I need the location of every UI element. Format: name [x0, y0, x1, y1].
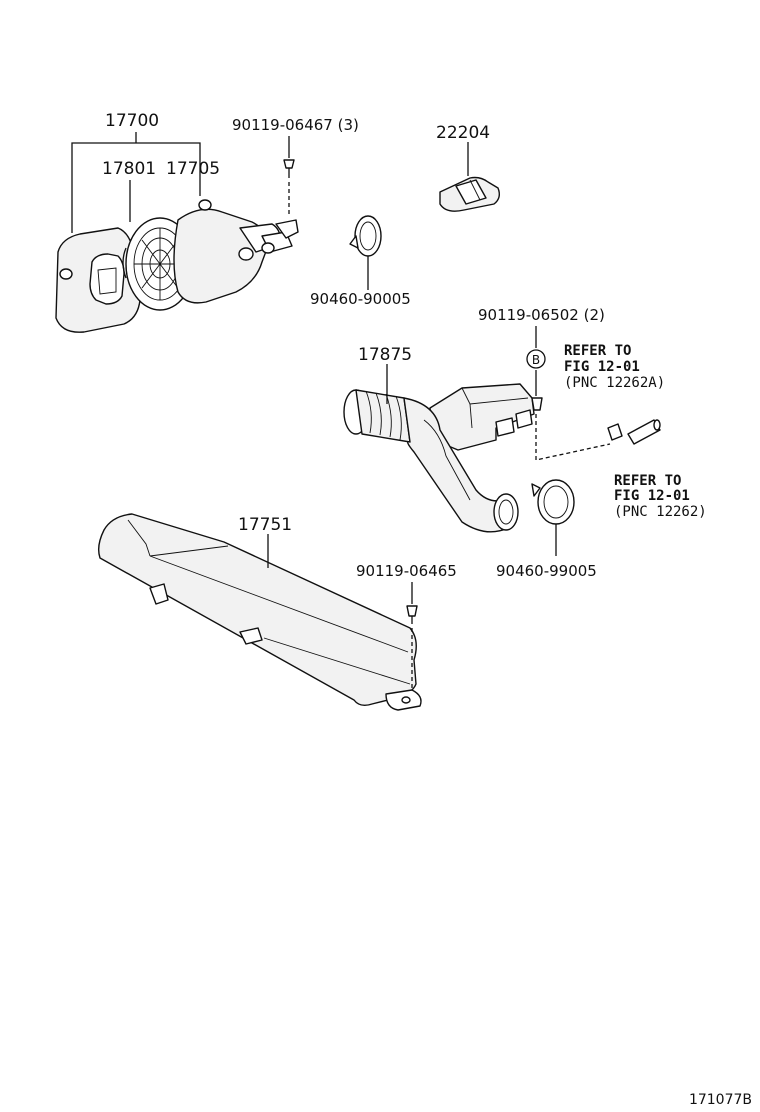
air-cleaner-cap [173, 208, 269, 304]
bolt-duct [406, 582, 418, 690]
refer-note-2: REFER TO FIG 12-01 (PNC 12262) [614, 473, 707, 520]
air-inlet-duct [97, 513, 422, 711]
label-17705: 17705 [166, 159, 220, 179]
refer-note-1: REFER TO FIG 12-01 (PNC 12262A) [564, 343, 665, 391]
label-17700: 17700 [105, 111, 159, 131]
vacuum-fitting [607, 419, 661, 445]
case-grommet [59, 268, 73, 280]
intake-hose [343, 364, 535, 533]
refer-note-2-line2: FIG 12-01 [614, 488, 690, 504]
refer-note-2-line1: REFER TO [614, 473, 681, 489]
label-17801: 17801 [102, 159, 156, 179]
cap-mount-bracket [275, 219, 299, 239]
label-90119-06467: 90119-06467 (3) [232, 116, 359, 134]
air-cleaner-assembly [55, 132, 299, 333]
bolt-b [531, 326, 611, 461]
hose-clamp-large [531, 479, 575, 556]
label-22204: 22204 [436, 123, 490, 143]
hose-clamp-small [349, 215, 382, 290]
label-90460-90005: 90460-90005 [310, 290, 411, 308]
air-flow-meter-sensor [439, 142, 501, 212]
air-cleaner-case-opening [89, 253, 125, 305]
refer-note-2-line3: (PNC 12262) [614, 504, 707, 520]
hose-bellows [343, 389, 411, 443]
label-17751: 17751 [238, 515, 292, 535]
label-90460-99005: 90460-99005 [496, 562, 597, 580]
callout-b-letter: B [532, 353, 540, 367]
label-90119-06465: 90119-06465 [356, 562, 457, 580]
refer-note-1-line1: REFER TO [564, 343, 631, 359]
figure-id: 171077B [689, 1092, 752, 1108]
refer-note-1-line2: FIG 12-01 [564, 359, 640, 375]
label-90119-06502: 90119-06502 (2) [478, 306, 605, 324]
cap-bolt-boss [198, 199, 212, 211]
bolt-top [283, 136, 295, 214]
callout-b-marker: B [526, 349, 546, 369]
label-17875: 17875 [358, 345, 412, 365]
refer-note-1-line3: (PNC 12262A) [564, 375, 665, 391]
